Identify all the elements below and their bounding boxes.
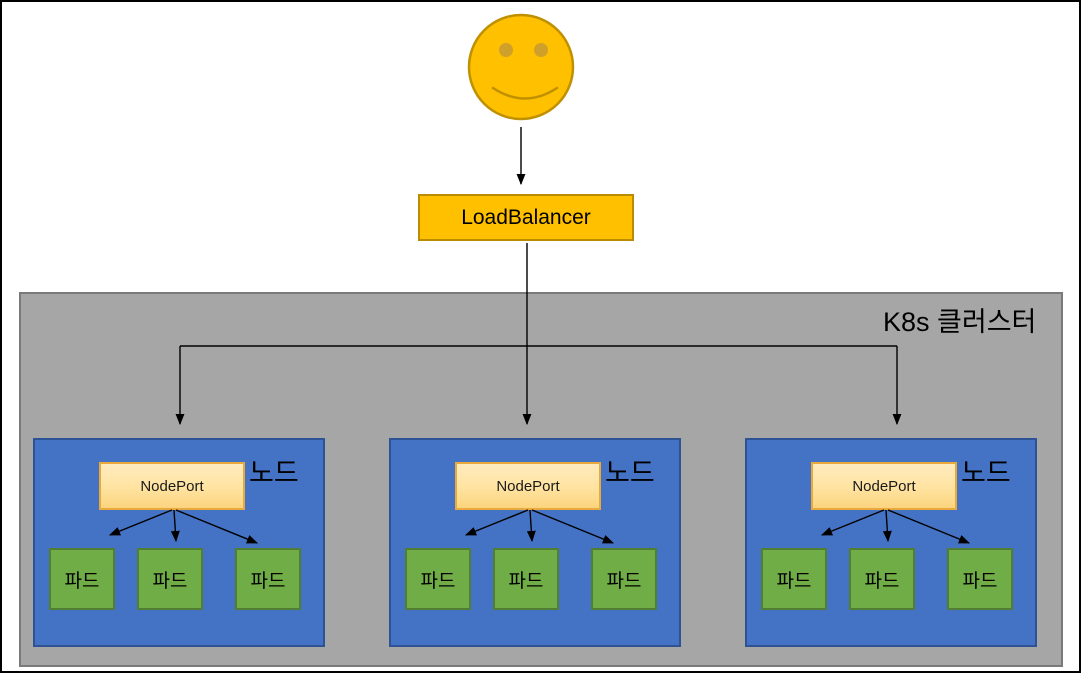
- pod-box: 파드: [137, 548, 203, 610]
- nodeport-label: NodePort: [852, 477, 916, 495]
- nodeport-box: NodePort: [455, 462, 601, 510]
- loadbalancer-label: LoadBalancer: [461, 205, 591, 229]
- arrow-nodeport-to-pod-1: [464, 509, 529, 536]
- arrow-nodeport-to-pod-3: [531, 509, 615, 544]
- cluster-label: K8s 클러스터: [883, 307, 1037, 337]
- nodeport-to-pods-arrows: [108, 509, 259, 544]
- arrow-nodeport-to-pod-3: [175, 509, 259, 544]
- pod-label: 파드: [606, 570, 642, 592]
- nodeport-box: NodePort: [811, 462, 957, 510]
- pod-label: 파드: [64, 570, 100, 592]
- smiley-left-eye: [499, 43, 513, 57]
- pod-box: 파드: [591, 548, 657, 610]
- smiley-face-icon: [467, 13, 575, 121]
- arrow-nodeport-to-pod-3: [887, 509, 971, 544]
- nodes-row: NodePort 노드 파드 파드 파드 NodePort 노드 파드 파드: [21, 294, 1061, 665]
- pod-box: 파드: [235, 548, 301, 610]
- arrow-nodeport-to-pod-2: [882, 509, 892, 543]
- nodeport-label: NodePort: [140, 477, 204, 495]
- smiley-head: [467, 13, 575, 121]
- nodeport-to-pods-arrows: [464, 509, 615, 544]
- nodeport-to-pods-arrows: [820, 509, 971, 544]
- pod-label: 파드: [776, 570, 812, 592]
- smiley-right-eye: [534, 43, 548, 57]
- arrow-nodeport-to-pod-1: [820, 509, 885, 536]
- node-label: 노드: [961, 458, 1011, 488]
- pod-label: 파드: [420, 570, 456, 592]
- nodeport-box: NodePort: [99, 462, 245, 510]
- pods-row: 파드 파드 파드: [35, 548, 323, 610]
- pods-row: 파드 파드 파드: [747, 548, 1035, 610]
- node-box: NodePort 노드 파드 파드 파드: [33, 438, 325, 647]
- pods-row: 파드 파드 파드: [391, 548, 679, 610]
- arrow-nodeport-to-pod-1: [108, 509, 173, 536]
- pod-label: 파드: [962, 570, 998, 592]
- node-box: NodePort 노드 파드 파드 파드: [745, 438, 1037, 647]
- k8s-cluster-box: K8s 클러스터 NodePort 노드 파드 파드 파드 NodePort 노…: [19, 292, 1063, 667]
- pod-box: 파드: [405, 548, 471, 610]
- pod-box: 파드: [493, 548, 559, 610]
- pod-box: 파드: [761, 548, 827, 610]
- pod-box: 파드: [849, 548, 915, 610]
- pod-label: 파드: [250, 570, 286, 592]
- node-label: 노드: [605, 458, 655, 488]
- pod-box: 파드: [947, 548, 1013, 610]
- pod-label: 파드: [152, 570, 188, 592]
- pod-box: 파드: [49, 548, 115, 610]
- node-label: 노드: [249, 458, 299, 488]
- arrow-nodeport-to-pod-2: [170, 509, 180, 543]
- arrow-nodeport-to-pod-2: [526, 509, 536, 543]
- pod-label: 파드: [508, 570, 544, 592]
- nodeport-label: NodePort: [496, 477, 560, 495]
- loadbalancer-box: LoadBalancer: [418, 194, 634, 241]
- smiley-mouth: [491, 86, 559, 100]
- pod-label: 파드: [864, 570, 900, 592]
- node-box: NodePort 노드 파드 파드 파드: [389, 438, 681, 647]
